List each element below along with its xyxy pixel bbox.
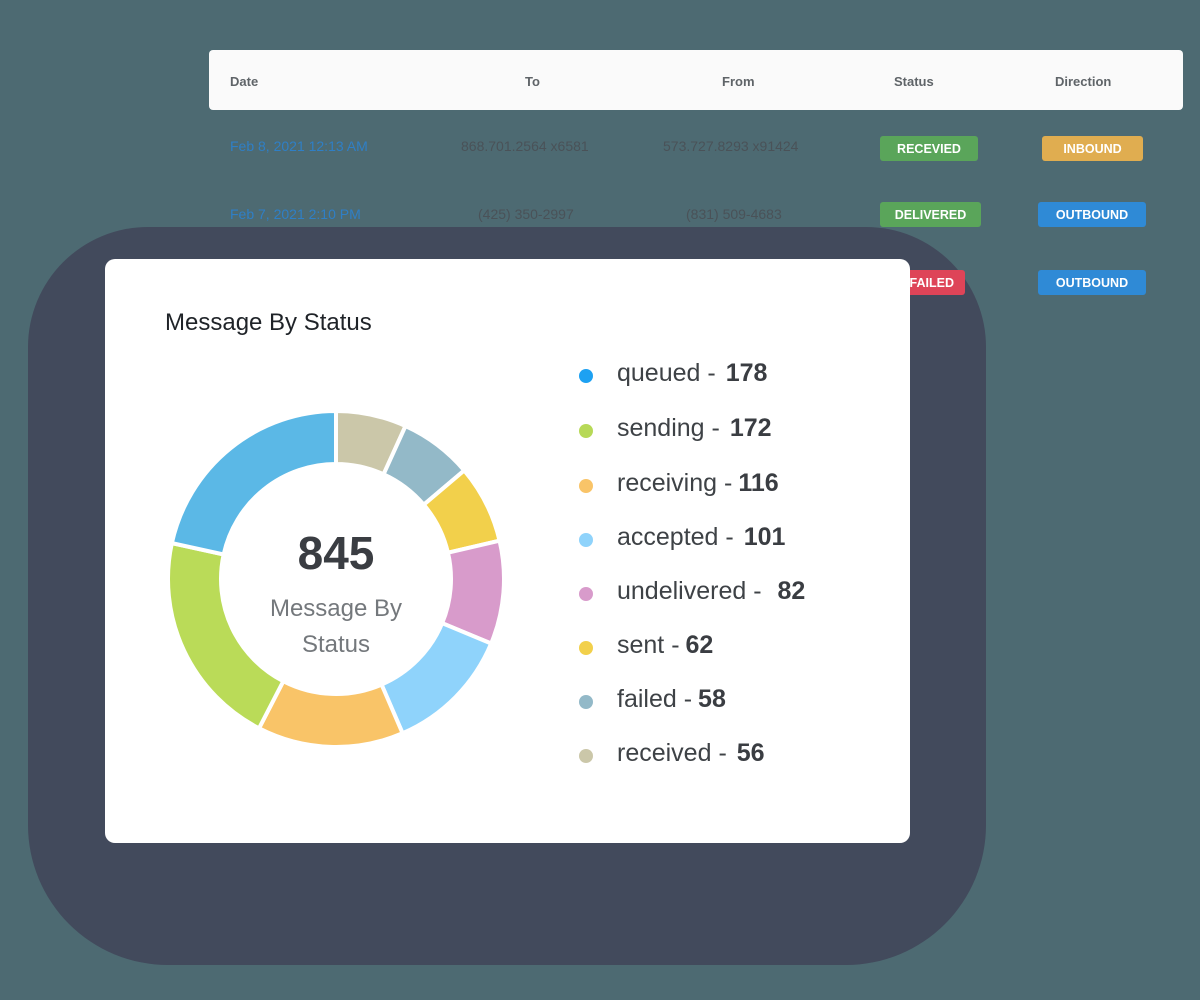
legend-dot-icon — [579, 749, 593, 763]
legend-dot-icon — [579, 424, 593, 438]
card-title: Message By Status — [165, 309, 372, 336]
legend-dot-icon — [579, 695, 593, 709]
status-badge: RECEVIED — [880, 136, 978, 161]
donut-segment-receiving[interactable] — [256, 678, 406, 749]
donut-center-label: Message By Status — [269, 595, 403, 658]
column-header-date[interactable]: Date — [230, 74, 259, 89]
message-status-card: Message By Status 845 Message By Status … — [105, 259, 910, 843]
legend-dot-icon — [579, 479, 593, 493]
column-header-status[interactable]: Status — [894, 74, 934, 89]
donut-total: 845 — [297, 527, 375, 579]
direction-badge: OUTBOUND — [1038, 202, 1146, 227]
row-from: 573.727.8293 x91424 — [663, 138, 799, 154]
legend-dot-icon — [579, 587, 593, 601]
column-header-from[interactable]: From — [722, 74, 755, 89]
row-date-link[interactable]: Feb 7, 2021 2:10 PM — [230, 206, 361, 222]
row-to: 868.701.2564 x6581 — [461, 138, 589, 154]
column-header-direction[interactable]: Direction — [1055, 74, 1112, 89]
row-from: (831) 509-4683 — [686, 206, 782, 222]
table-header: Date To From Status Direction — [209, 50, 1183, 110]
column-header-to[interactable]: To — [525, 74, 540, 89]
donut-segment-queued[interactable] — [169, 408, 338, 557]
legend-dot-icon — [579, 533, 593, 547]
legend-dot-icon — [579, 641, 593, 655]
direction-badge: INBOUND — [1042, 136, 1143, 161]
status-badge: DELIVERED — [880, 202, 981, 227]
row-date-link[interactable]: Feb 8, 2021 12:13 AM — [230, 138, 368, 154]
direction-badge: OUTBOUND — [1038, 270, 1146, 295]
row-to: (425) 350-2997 — [478, 206, 574, 222]
donut-svg — [166, 408, 506, 749]
donut-chart: 845 Message By Status — [166, 408, 506, 749]
legend-dot-icon — [579, 369, 593, 383]
